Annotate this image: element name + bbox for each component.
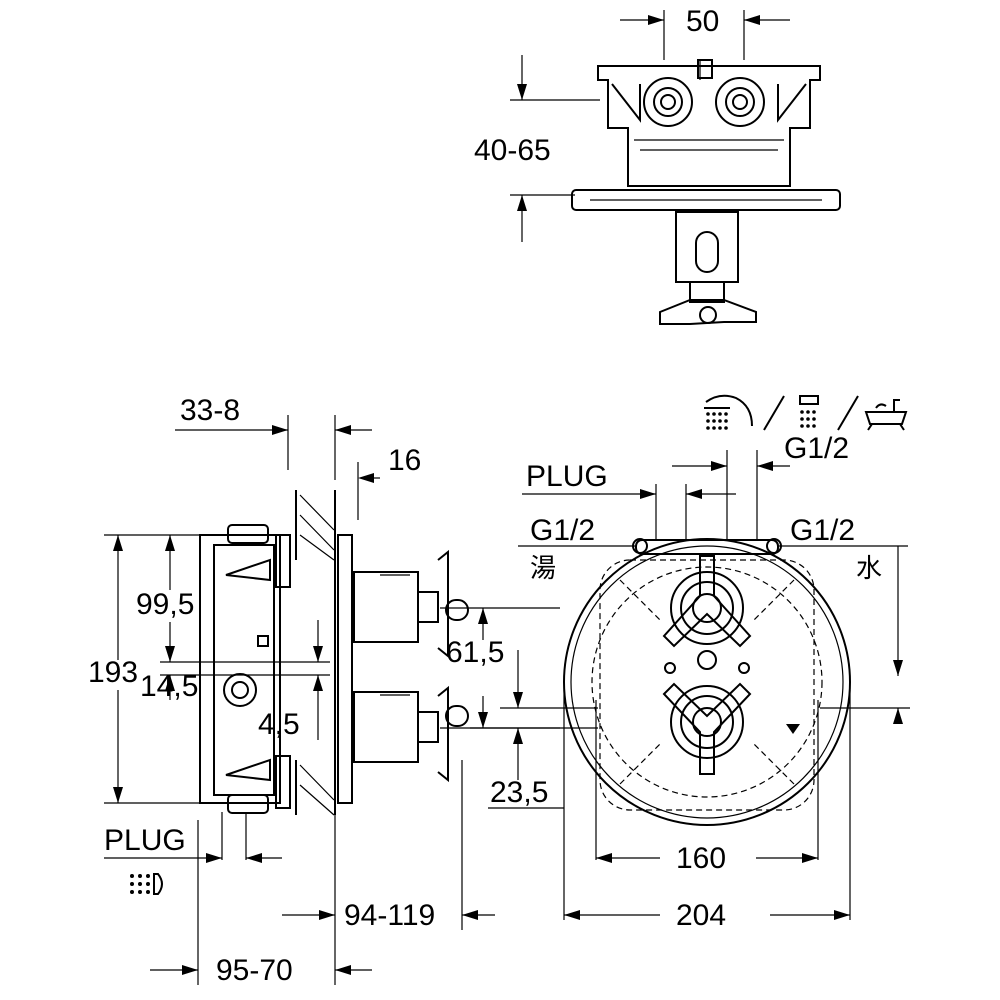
bathtub-icon bbox=[864, 399, 908, 431]
dim-plate-diameter: 204 bbox=[676, 899, 727, 932]
hand-shower-icon bbox=[130, 873, 163, 895]
shower-head-icon bbox=[704, 394, 753, 430]
dim-inner-diameter: 160 bbox=[676, 842, 727, 875]
front-view bbox=[470, 394, 910, 920]
dim-inlet-left: G1/2 bbox=[530, 514, 596, 547]
dim-depth-range: 95-70 bbox=[216, 954, 293, 987]
dim-projection: 94-119 bbox=[344, 899, 436, 932]
dim-height-mid: 14,5 bbox=[140, 670, 199, 703]
dim-offset-small: 4,5 bbox=[258, 708, 300, 741]
dim-handle-spacing: 61,5 bbox=[446, 636, 505, 669]
dim-plug-bottom: PLUG bbox=[104, 824, 186, 857]
dim-plug-top: PLUG bbox=[526, 460, 608, 493]
dim-height-total: 193 bbox=[88, 656, 139, 689]
dim-center-offset: 23,5 bbox=[490, 776, 549, 809]
dim-top-width: 50 bbox=[686, 5, 720, 38]
hand-shower-icon bbox=[799, 395, 819, 428]
hot-water-label: 湯 bbox=[530, 554, 557, 584]
dim-inlet-right: G1/2 bbox=[790, 514, 856, 547]
dim-height-upper: 99,5 bbox=[136, 588, 195, 621]
top-view bbox=[510, 10, 841, 325]
side-view bbox=[104, 415, 560, 985]
dim-wall-offset: 33-8 bbox=[180, 394, 241, 427]
dim-top-depth: 40-65 bbox=[474, 134, 551, 167]
cold-water-label: 水 bbox=[856, 554, 883, 584]
dim-outlet-top: G1/2 bbox=[784, 432, 850, 465]
dim-tile-thickness: 16 bbox=[388, 444, 422, 477]
